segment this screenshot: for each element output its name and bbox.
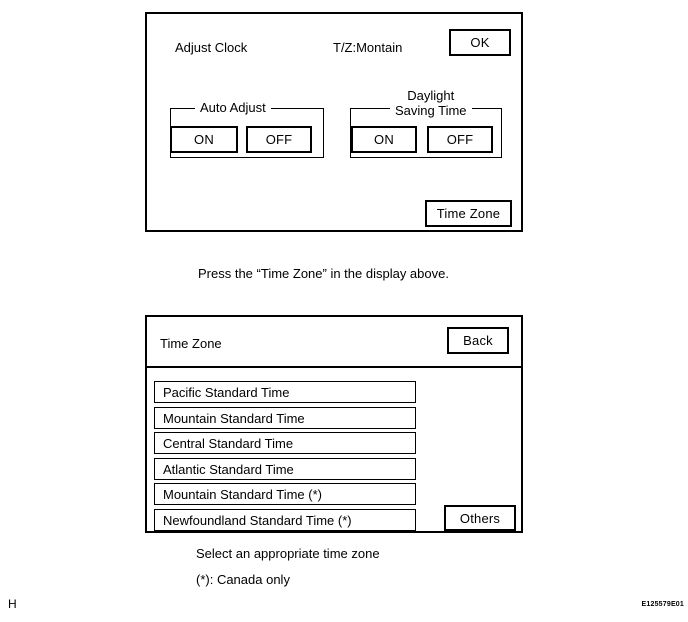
instruction-text: Press the “Time Zone” in the display abo… [198,266,449,281]
list-item[interactable]: Newfoundland Standard Time (*) [154,509,416,531]
others-button[interactable]: Others [444,505,516,531]
time-zone-title: Time Zone [160,336,222,351]
timezone-value-label: T/Z:Montain [333,40,403,55]
ok-button[interactable]: OK [449,29,511,56]
list-item[interactable]: Atlantic Standard Time [154,458,416,480]
daylight-saving-legend: Daylight Saving Time [390,88,472,118]
page-corner-letter: H [8,597,17,611]
select-caption: Select an appropriate time zone [196,546,380,561]
adjust-clock-title: Adjust Clock [175,40,248,55]
adjust-clock-screen: Adjust Clock T/Z:Montain OK Auto Adjust … [145,12,523,232]
back-button[interactable]: Back [447,327,509,354]
list-item[interactable]: Pacific Standard Time [154,381,416,403]
auto-adjust-legend: Auto Adjust [195,101,271,114]
auto-adjust-off-button[interactable]: OFF [246,126,312,153]
daylight-saving-legend-line1: Daylight [407,88,455,103]
daylight-saving-on-button[interactable]: ON [351,126,417,153]
figure-code: E125579E01 [641,601,684,608]
time-zone-header-divider [147,366,521,368]
canada-note-caption: (*): Canada only [196,572,290,587]
daylight-saving-off-button[interactable]: OFF [427,126,493,153]
list-item[interactable]: Mountain Standard Time [154,407,416,429]
auto-adjust-on-button[interactable]: ON [170,126,238,153]
list-item[interactable]: Mountain Standard Time (*) [154,483,416,505]
list-item[interactable]: Central Standard Time [154,432,416,454]
daylight-saving-legend-line2: Saving Time [395,103,467,118]
time-zone-button[interactable]: Time Zone [425,200,512,227]
